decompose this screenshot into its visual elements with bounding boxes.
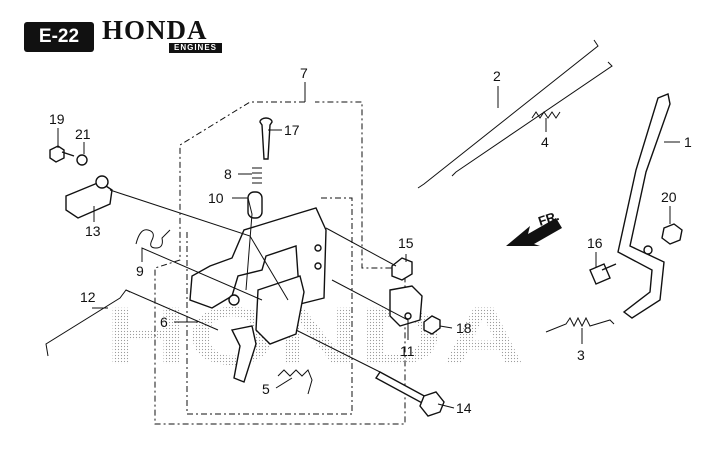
brand-logo: HONDA ENGINES: [102, 15, 226, 53]
brand-sub: ENGINES: [168, 43, 222, 53]
bolt-14-head: [419, 391, 445, 417]
part-label-2: 2: [493, 68, 501, 84]
nut-20: [661, 223, 683, 245]
part-label-14: 14: [456, 400, 472, 416]
part-label-10: 10: [208, 190, 224, 206]
lever-arm: [230, 325, 257, 383]
part-label-12: 12: [80, 289, 96, 305]
part-label-5: 5: [262, 381, 270, 397]
plate-hole-2: [314, 262, 322, 270]
front-arrow: [506, 218, 562, 246]
brand-name: HONDA: [102, 15, 208, 45]
spring-9: [135, 229, 171, 249]
part-label-6: 6: [160, 314, 168, 330]
assembly-outline: [154, 101, 406, 425]
clip-11: [389, 285, 423, 327]
part-label-17: 17: [284, 122, 300, 138]
leader-18: [439, 325, 453, 329]
part-label-9: 9: [136, 263, 144, 279]
leader-9: [141, 247, 263, 301]
lever-hole: [643, 245, 653, 255]
part-label-19: 19: [49, 111, 65, 127]
leader-rod12: [125, 289, 219, 331]
part-label-11: 11: [400, 343, 415, 359]
part-label-7: 7: [300, 65, 308, 81]
bolt-18: [423, 315, 441, 335]
leader-bolt14: [295, 329, 381, 373]
watermark-text: HONDA: [105, 291, 525, 382]
part-label-18: 18: [456, 320, 472, 336]
part-label-4: 4: [541, 134, 549, 150]
part-label-8: 8: [224, 166, 232, 182]
cam-plate: [255, 275, 305, 345]
part-label-20: 20: [661, 189, 677, 205]
bolt-16: [589, 263, 617, 285]
leader-5: [275, 377, 293, 389]
spring-3: [545, 316, 615, 333]
part-label-1: 1: [684, 134, 692, 150]
clip-hole: [404, 312, 412, 320]
spring-5: [277, 369, 313, 395]
leader-11: [331, 279, 409, 340]
assembly-outline-inner: [186, 197, 353, 415]
part-label-3: 3: [577, 347, 585, 363]
leader-bolt15: [325, 227, 397, 267]
spring-8: [252, 167, 262, 184]
screw-19: [49, 145, 75, 163]
part-label-16: 16: [587, 235, 603, 251]
spring-coil-4: [531, 111, 561, 119]
lever-bracket: [617, 93, 671, 319]
spring-rod: [451, 61, 613, 177]
leader-switch: [109, 189, 289, 301]
bolt-15: [391, 257, 413, 281]
leader-14: [437, 403, 455, 409]
page-code-badge: E-22: [24, 22, 94, 52]
part-label-21: 21: [75, 126, 91, 142]
plate-hole-3: [228, 294, 240, 306]
leader-10: [232, 197, 253, 291]
washer-21: [76, 154, 88, 166]
part-label-13: 13: [85, 223, 101, 239]
switch-knob: [95, 175, 109, 189]
control-rod: [417, 39, 599, 189]
plate-hole-1: [314, 244, 322, 252]
part-label-15: 15: [398, 235, 414, 251]
front-arrow-label: FR.: [536, 208, 561, 229]
screw-17: [259, 117, 273, 160]
